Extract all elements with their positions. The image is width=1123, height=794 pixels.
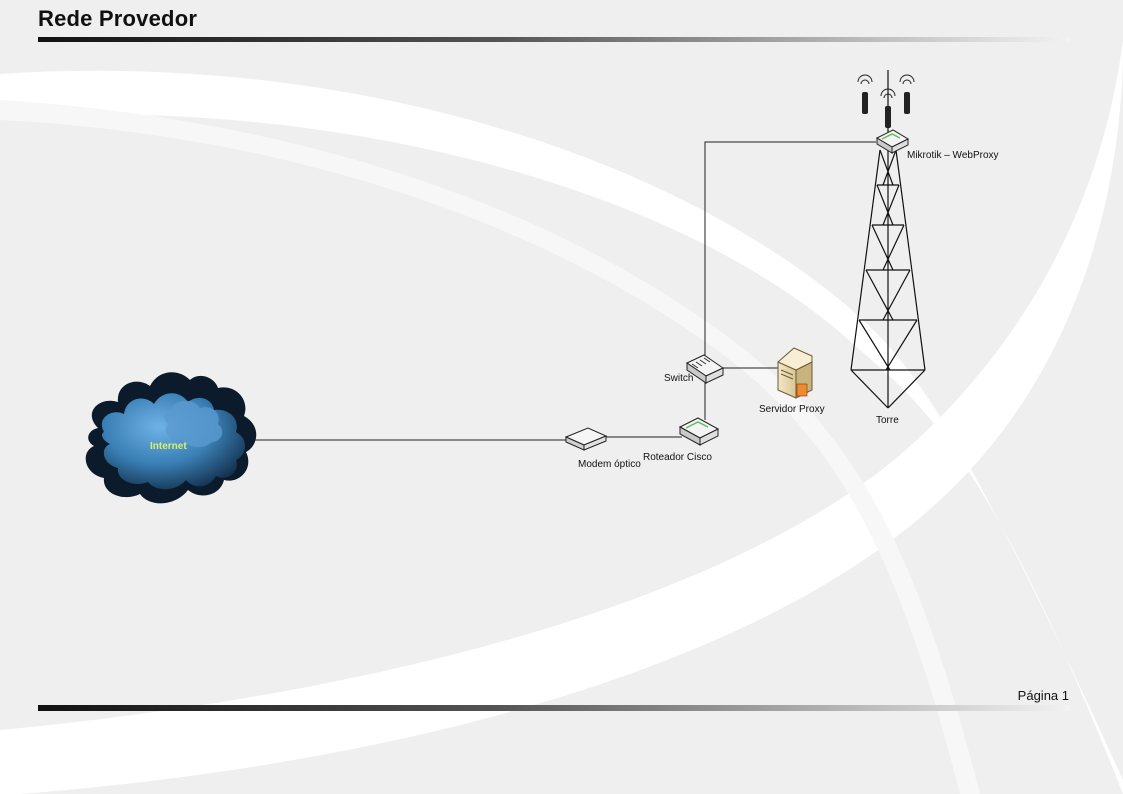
page-title: Rede Provedor [38, 6, 198, 31]
switch-side [705, 367, 724, 384]
tower-leg-right [895, 149, 926, 371]
header-bar [38, 37, 1070, 42]
modem-label: Modem óptico [578, 459, 641, 470]
mikrotik-stripe [881, 133, 901, 140]
internet-label: Internet [150, 441, 187, 452]
link-switch-mikrotik [704, 141, 876, 358]
antenna-left-icon [857, 74, 873, 114]
tower-lattice [850, 149, 926, 409]
switch-device[interactable]: Switch [664, 354, 725, 384]
server-orange-panel [796, 383, 808, 397]
antenna-center-icon [880, 88, 896, 128]
proxy-server[interactable]: Servidor Proxy [759, 347, 825, 415]
tower-leg-left [850, 149, 881, 371]
footer-bar [38, 705, 1070, 711]
proxy-label: Servidor Proxy [759, 404, 825, 415]
mikrotik-device[interactable]: Mikrotik – WebProxy [875, 129, 999, 161]
white-swoosh-crossing [0, 40, 1123, 794]
router-side [699, 428, 719, 446]
connections [252, 141, 876, 441]
server-drive [780, 369, 794, 380]
router-device[interactable]: Roteador Cisco [643, 417, 720, 463]
tower-label: Torre [876, 415, 899, 426]
server-top [777, 347, 813, 371]
mikrotik-side [891, 138, 909, 154]
modem-side [583, 435, 607, 451]
antenna-array [857, 74, 915, 128]
router-label: Roteador Cisco [643, 452, 712, 463]
page-number: Página 1 [1017, 688, 1069, 703]
internet-cloud[interactable]: Internet [85, 372, 257, 504]
antenna-right-icon [899, 74, 915, 114]
cloud-puff [164, 400, 223, 448]
modem-device[interactable]: Modem óptico [564, 427, 641, 470]
switch-label: Switch [664, 373, 693, 384]
mikrotik-label: Mikrotik – WebProxy [907, 150, 999, 161]
router-stripe [685, 421, 709, 429]
tower[interactable] [850, 70, 926, 409]
switch-ports [691, 357, 711, 369]
